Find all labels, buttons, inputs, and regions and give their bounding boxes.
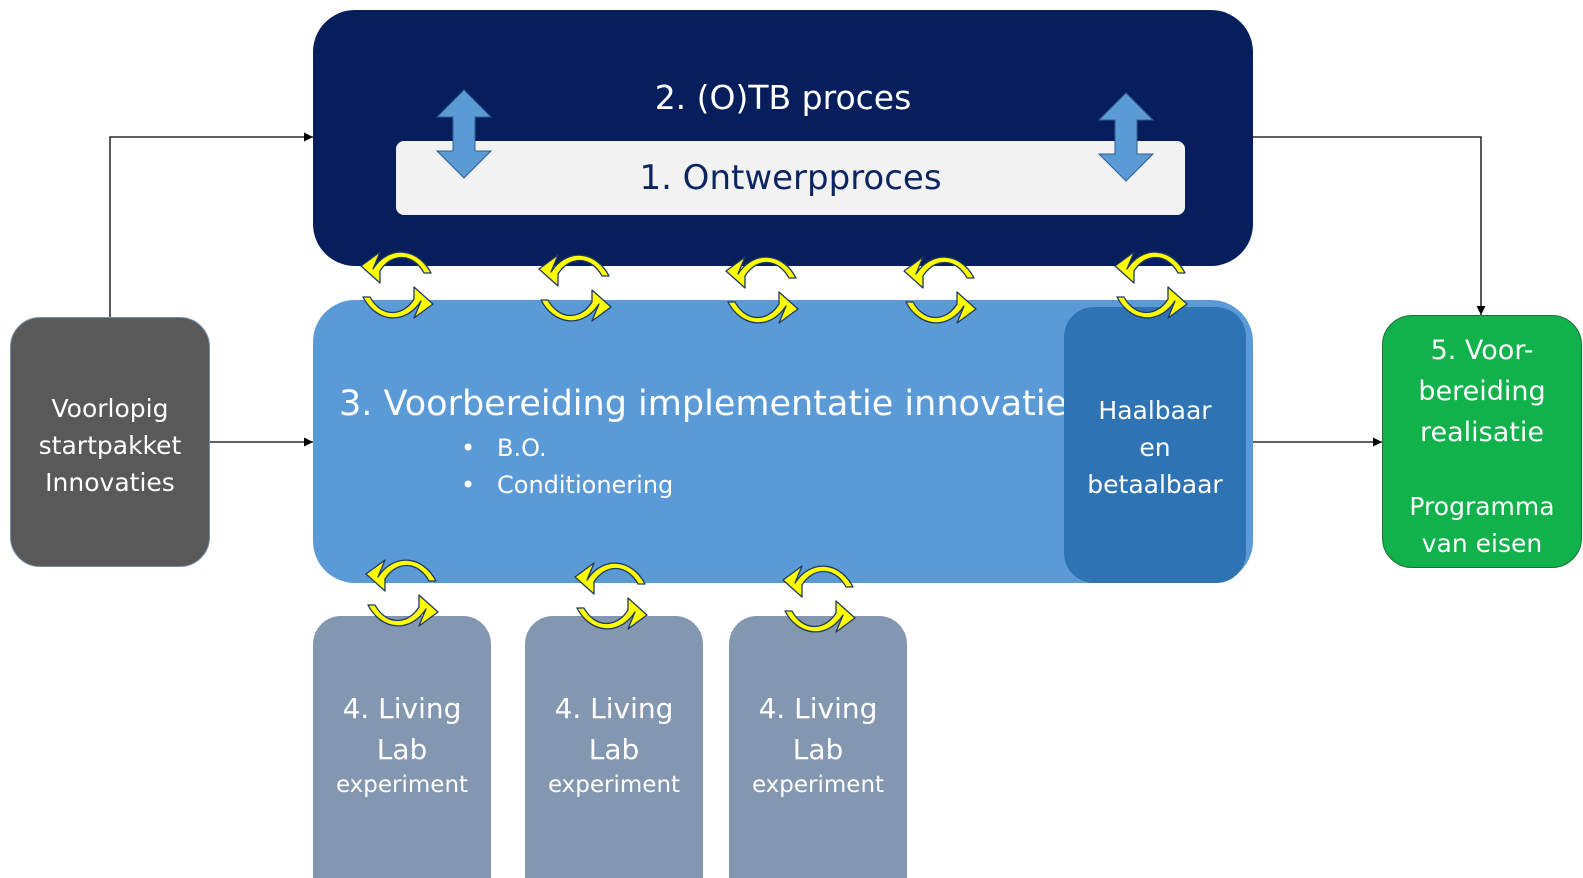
arrow-start-to-otb [109,132,313,317]
voorbereiding-label: 3. Voorbereiding implementatie innovatie… [339,384,1086,424]
otb-process-label: 2. (O)TB proces [654,78,912,117]
living-lab-box: 4. Living Lab experiment [525,616,703,878]
living-lab-title-line: 4. Living [758,692,878,725]
circular-arrows-icon [1114,251,1188,319]
realisatie-label: 5. Voor- bereiding realisatie [1383,330,1581,453]
living-lab-box: 4. Living Lab experiment [729,616,907,878]
haalbaar-line: en [1139,433,1171,462]
living-lab-title: 4. Living Lab [313,688,491,770]
programma-van-eisen-label: Programma van eisen [1383,488,1581,562]
startpakket-line: startpakket [38,431,182,460]
double-vertical-arrow-icon [1098,92,1154,182]
living-lab-title-line: 4. Living [554,692,674,725]
haalbaar-betaalbaar-box: Haalbaar en betaalbaar [1064,307,1246,583]
living-lab-box: 4. Living Lab experiment [313,616,491,878]
realisatie-line: realisatie [1420,417,1544,448]
startpakket-box: Voorlopig startpakket Innovaties [10,317,210,567]
living-lab-title: 4. Living Lab [525,688,703,770]
startpakket-line: Innovaties [45,468,175,497]
circular-arrows-icon [725,256,799,324]
startpakket-line: Voorlopig [51,394,169,423]
circular-arrows-icon [574,562,648,630]
haalbaar-line: Haalbaar [1098,396,1212,425]
bullet-text: B.O. [497,434,547,462]
living-lab-title-line: 4. Living [342,692,462,725]
living-lab-title-line: Lab [792,733,844,766]
programma-line: Programma [1409,492,1555,521]
voorbereiding-bullet-list: •B.O. •Conditionering [461,430,673,504]
living-lab-title: 4. Living Lab [729,688,907,770]
circular-arrows-icon [365,559,439,627]
haalbaar-betaalbaar-label: Haalbaar en betaalbaar [1064,392,1246,503]
living-lab-title-line: Lab [588,733,640,766]
ontwerp-process-label: 1. Ontwerpproces [639,158,942,198]
circular-arrows-icon [538,254,612,322]
programma-line: van eisen [1421,529,1543,558]
double-vertical-arrow-icon [436,89,492,179]
circular-arrows-icon [903,256,977,324]
haalbaar-line: betaalbaar [1087,470,1223,499]
bullet-item: •B.O. [461,434,547,462]
bullet-item: •Conditionering [461,471,674,499]
realisatie-line: bereiding [1418,376,1546,407]
startpakket-label: Voorlopig startpakket Innovaties [11,390,209,501]
living-lab-subtitle: experiment [335,772,469,798]
arrow-otb-to-realisatie [1253,136,1486,315]
realisatie-box: 5. Voor- bereiding realisatie Programma … [1382,315,1582,568]
living-lab-title-line: Lab [376,733,428,766]
bullet-text: Conditionering [497,471,674,499]
living-lab-subtitle: experiment [547,772,681,798]
living-lab-subtitle: experiment [751,772,885,798]
realisatie-line: 5. Voor- [1430,335,1534,366]
circular-arrows-icon [360,251,434,319]
ontwerp-process-box: 1. Ontwerpproces [396,141,1185,215]
circular-arrows-icon [782,565,856,633]
